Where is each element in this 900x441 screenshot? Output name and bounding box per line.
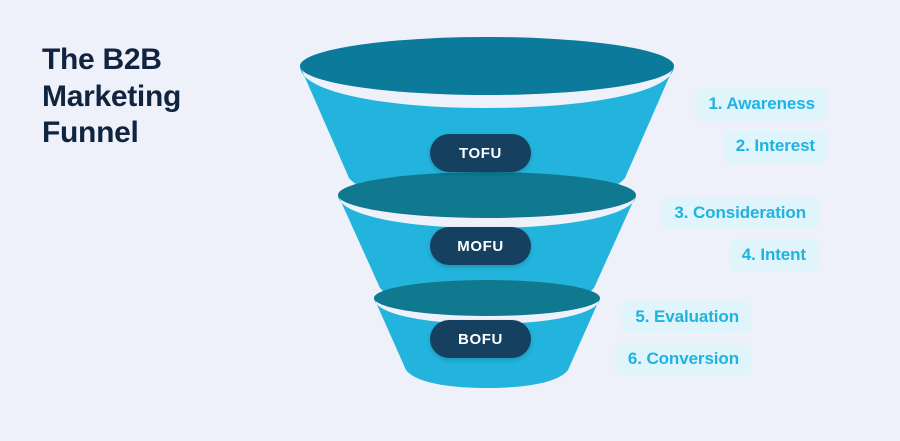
stage-label-group-tofu: 1. Awareness 2. Interest [560, 88, 828, 163]
page-title: The B2B Marketing Funnel [42, 43, 181, 150]
funnel-section-bofu-top-rim [374, 280, 600, 316]
funnel-badge-bofu[interactable]: BOFU [430, 320, 531, 358]
stage-label-consideration[interactable]: 3. Consideration [661, 197, 819, 230]
funnel-section-mofu-top-rim [338, 172, 636, 218]
funnel-badge-mofu[interactable]: MOFU [430, 227, 531, 265]
stage-label-intent[interactable]: 4. Intent [728, 239, 819, 272]
funnel-badge-tofu[interactable]: TOFU [430, 134, 531, 172]
stage-label-conversion[interactable]: 6. Conversion [614, 343, 752, 376]
stage-label-evaluation[interactable]: 5. Evaluation [622, 301, 752, 334]
funnel-section-tofu-top-rim [300, 37, 674, 95]
stage-label-awareness[interactable]: 1. Awareness [695, 88, 828, 121]
stage-label-group-mofu: 3. Consideration 4. Intent [520, 197, 819, 272]
stage-label-interest[interactable]: 2. Interest [722, 130, 828, 163]
stage-label-group-bofu: 5. Evaluation 6. Conversion [480, 301, 752, 376]
